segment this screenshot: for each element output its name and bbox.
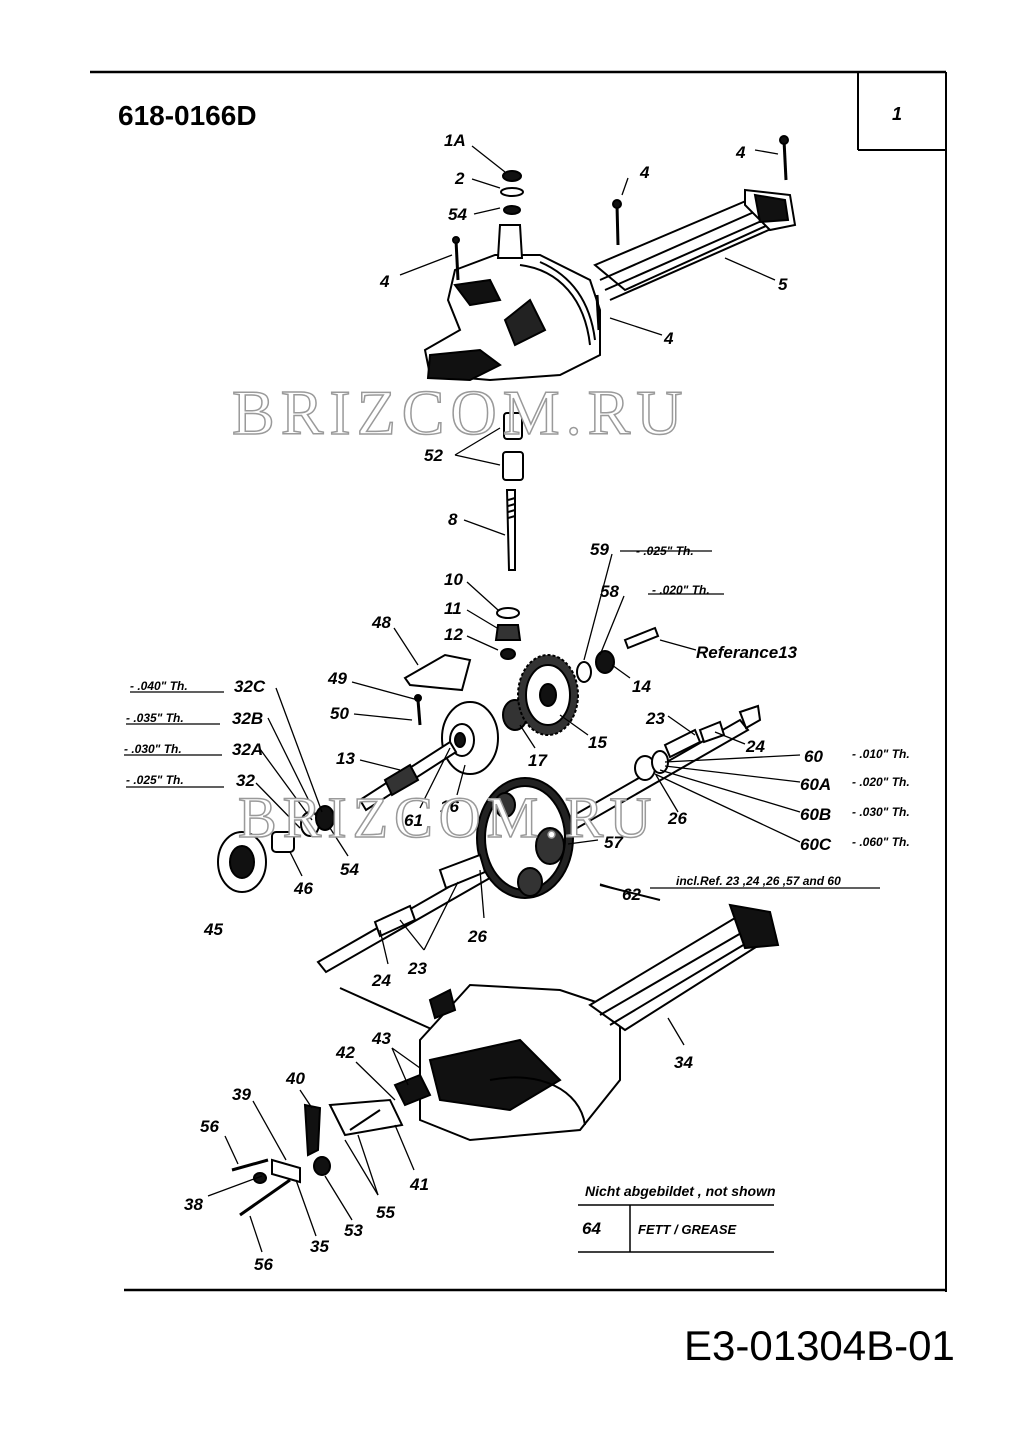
callout-57: 57 bbox=[604, 833, 624, 852]
callout-50: 50 bbox=[330, 704, 349, 723]
callout-60B: 60B bbox=[800, 805, 831, 824]
callout-15: 15 bbox=[588, 733, 607, 752]
thickness-32C: - .040" Th. bbox=[130, 679, 188, 693]
callout-11: 11 bbox=[444, 599, 462, 618]
callout-35: 35 bbox=[310, 1237, 329, 1256]
callout-60: 60 bbox=[804, 747, 823, 766]
callout-60C: 60C bbox=[800, 835, 832, 854]
callout-43: 43 bbox=[371, 1029, 391, 1048]
callout-4: 4 bbox=[735, 143, 746, 162]
callout-1A: 1A bbox=[444, 131, 466, 150]
callout-labels: 1A 2 54 4 4 4 4 5 52 8 10 11 12 59 58 14… bbox=[124, 131, 910, 1274]
left-gear-cluster bbox=[358, 653, 528, 812]
watermark: BRIZCOM.RU bbox=[231, 376, 689, 449]
callout-52: 52 bbox=[424, 446, 443, 465]
callout-61: 61 bbox=[404, 811, 423, 830]
callout-48: 48 bbox=[371, 613, 391, 632]
thickness-32: - .025" Th. bbox=[126, 773, 184, 787]
callout-14: 14 bbox=[632, 677, 651, 696]
callout-56: 56 bbox=[200, 1117, 219, 1136]
thickness-60A: - .020" Th. bbox=[852, 775, 910, 789]
callout-26: 26 bbox=[667, 809, 687, 828]
center-shaft-parts bbox=[494, 412, 524, 660]
callout-2: 2 bbox=[454, 169, 465, 188]
note-value: FETT / GREASE bbox=[638, 1222, 737, 1237]
part-number: 618-0166D bbox=[118, 100, 257, 131]
gear-15-assembly bbox=[517, 626, 660, 736]
callout-39: 39 bbox=[232, 1085, 251, 1104]
watermark: BRIZCOM.RU bbox=[237, 784, 658, 851]
callout-34: 34 bbox=[674, 1053, 693, 1072]
callout-12: 12 bbox=[444, 625, 463, 644]
callout-4: 4 bbox=[663, 329, 674, 348]
upper-housing bbox=[423, 188, 797, 382]
callout-32A: 32A bbox=[232, 740, 263, 759]
thickness-32A: - .030" Th. bbox=[124, 742, 182, 756]
thickness-58: - .020" Th. bbox=[652, 583, 710, 597]
callout-62: 62 bbox=[622, 885, 641, 904]
callout-49: 49 bbox=[327, 669, 347, 688]
callout-46: 46 bbox=[293, 879, 313, 898]
leader-lines bbox=[124, 145, 880, 1253]
thickness-32B: - .035" Th. bbox=[126, 711, 184, 725]
callout-4: 4 bbox=[379, 272, 390, 291]
callout-13: 13 bbox=[336, 749, 355, 768]
callout-8: 8 bbox=[448, 510, 458, 529]
callout-53: 53 bbox=[344, 1221, 363, 1240]
callout-54: 54 bbox=[340, 860, 359, 879]
callout-32B: 32B bbox=[232, 709, 263, 728]
reference-label: Referance13 bbox=[696, 643, 798, 662]
callout-10: 10 bbox=[444, 570, 463, 589]
callout-26: 26 bbox=[467, 927, 487, 946]
callout-59: 59 bbox=[590, 540, 609, 559]
top-fasteners bbox=[452, 135, 789, 331]
drawing-code: E3-01304B-01 bbox=[684, 1322, 955, 1369]
assembly-note: incl.Ref. 23 ,24 ,26 ,57 and 60 bbox=[676, 874, 841, 888]
left-flange bbox=[217, 805, 335, 893]
drawing-frame bbox=[90, 70, 947, 1292]
callout-60A: 60A bbox=[800, 775, 831, 794]
callout-55: 55 bbox=[376, 1203, 395, 1222]
callout-32C: 32C bbox=[234, 677, 266, 696]
callout-58: 58 bbox=[600, 582, 619, 601]
callout-23: 23 bbox=[645, 709, 665, 728]
callout-32: 32 bbox=[236, 771, 255, 790]
callout-38: 38 bbox=[184, 1195, 203, 1214]
callout-41: 41 bbox=[409, 1175, 429, 1194]
thickness-60C: - .060" Th. bbox=[852, 835, 910, 849]
callout-16: 16 bbox=[440, 797, 459, 816]
callout-56: 56 bbox=[254, 1255, 273, 1274]
callout-4: 4 bbox=[639, 163, 650, 182]
shift-lever-parts bbox=[231, 1073, 432, 1217]
callout-24: 24 bbox=[745, 737, 765, 756]
callout-54: 54 bbox=[448, 205, 467, 224]
thickness-60B: - .030" Th. bbox=[852, 805, 910, 819]
callout-42: 42 bbox=[335, 1043, 355, 1062]
callout-17: 17 bbox=[528, 751, 548, 770]
thickness-59: - .025" Th. bbox=[636, 544, 694, 558]
note-heading: Nicht abgebildet , not shown bbox=[585, 1183, 776, 1199]
callout-40: 40 bbox=[285, 1069, 305, 1088]
lower-housing bbox=[419, 903, 780, 1142]
thickness-60: - .010" Th. bbox=[852, 747, 910, 761]
callout-45: 45 bbox=[203, 920, 223, 939]
callout-24: 24 bbox=[371, 971, 391, 990]
page-number: 1 bbox=[892, 104, 903, 124]
callout-5: 5 bbox=[778, 275, 788, 294]
note-table bbox=[578, 1204, 774, 1253]
note-number: 64 bbox=[582, 1219, 601, 1238]
callout-23: 23 bbox=[407, 959, 427, 978]
